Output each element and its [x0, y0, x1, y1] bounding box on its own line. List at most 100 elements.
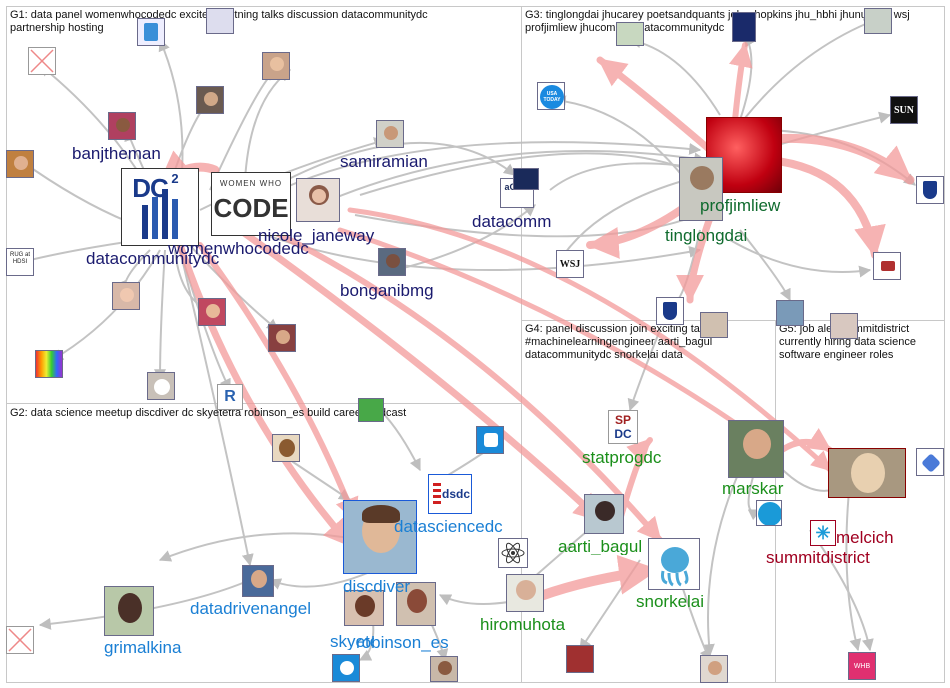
label-robinson-es: robinson_es — [356, 633, 449, 652]
label-grimalkina: grimalkina — [104, 638, 182, 657]
profile-photo-node[interactable] — [864, 8, 892, 34]
dsdc-logo-text: dsdc — [441, 487, 470, 501]
label-datacomm: datacomm — [472, 212, 552, 231]
edge — [359, 152, 712, 196]
label-samiramian: samiramian — [340, 152, 428, 171]
grimalkina-photo-node[interactable] — [104, 586, 154, 636]
jhu-shield-node[interactable] — [916, 176, 944, 204]
leaf-icon-node[interactable] — [358, 398, 384, 422]
dc2-logo-sup: 2 — [171, 171, 179, 186]
profile-photo-node[interactable] — [108, 112, 136, 140]
group-g2-label: G2: data science meetup discdiver dc sky… — [10, 407, 407, 419]
robinson-es-photo-node[interactable] — [396, 582, 436, 626]
strong-edge — [176, 241, 354, 549]
profile-photo-node[interactable] — [112, 282, 140, 310]
wwc-logo-top: WOMEN WHO — [219, 179, 283, 188]
robot-icon-node[interactable] — [476, 426, 504, 454]
broken-image-node[interactable] — [6, 626, 34, 654]
edge — [627, 329, 661, 412]
label-aarti-bagul: aarti_bagul — [558, 538, 643, 555]
geometric-logo-node[interactable] — [137, 18, 165, 46]
nicole-janeway-photo-node[interactable] — [296, 178, 340, 222]
atom-logo-node[interactable] — [498, 538, 528, 568]
profile-photo-node[interactable] — [376, 120, 404, 148]
building-photo-node[interactable] — [776, 300, 804, 326]
r-logo-node[interactable]: R — [217, 384, 243, 410]
strong-edge — [197, 242, 359, 523]
label-discdiver: discdiver — [343, 577, 411, 596]
heart-logo-node[interactable] — [916, 448, 944, 476]
nnlm-logo-node[interactable] — [206, 8, 234, 34]
profile-photo-node[interactable] — [262, 52, 290, 80]
label-tinglongdai: tinglongdai — [665, 226, 748, 245]
profile-photo-node[interactable] — [700, 312, 728, 338]
edge — [845, 479, 862, 652]
womenwhocodedc-logo-node[interactable]: WOMEN WHO CODE — [211, 172, 291, 236]
profile-photo-node[interactable] — [616, 22, 644, 46]
tinglongdai-photo-node[interactable] — [679, 157, 723, 221]
profile-photo-node[interactable] — [566, 645, 594, 673]
rug-logo-node[interactable]: RUG at HDSI — [6, 248, 34, 276]
sun-logo-text: SUN — [893, 105, 914, 116]
dsdc-logo-node[interactable]: dsdc — [428, 474, 472, 514]
edge — [329, 150, 707, 201]
label-womenwhocodedc: womenwhocodedc — [168, 239, 309, 258]
strong-edge — [257, 222, 663, 543]
ai-badge-node[interactable] — [756, 500, 782, 526]
aarti-bagul-photo-node[interactable] — [584, 494, 624, 534]
marskar-photo-node[interactable] — [728, 420, 784, 478]
edge — [179, 249, 254, 567]
label-banjtheman: banjtheman — [72, 144, 161, 163]
profile-photo-node[interactable] — [196, 86, 224, 114]
wwc-logo-main: CODE — [213, 193, 289, 223]
profile-photo-node[interactable] — [198, 298, 226, 326]
profile-photo-node[interactable] — [378, 248, 406, 276]
spdc-logo-bottom: DC — [614, 427, 632, 441]
label-datadrivenangel: datadrivenangel — [190, 599, 311, 618]
usatoday-logo-node[interactable]: USA TODAY — [537, 82, 565, 110]
whb-logo-text: WHB — [853, 663, 871, 670]
datacomm-square-node[interactable] — [513, 168, 539, 190]
hiromuhota-photo-node[interactable] — [506, 574, 544, 612]
profile-photo-node[interactable] — [830, 313, 858, 339]
edge — [158, 532, 361, 562]
hat-icon-node[interactable] — [873, 252, 901, 280]
whb-logo-node[interactable]: WHB — [848, 652, 876, 680]
profile-photo-node[interactable] — [430, 656, 458, 682]
strong-edge — [347, 207, 833, 473]
dog-photo-node[interactable] — [147, 372, 175, 400]
label-datacommunitydc: datacommunitydc — [86, 249, 220, 268]
wsj-logo-node[interactable]: WSJ — [556, 250, 584, 278]
snorkelai-logo-node[interactable] — [648, 538, 700, 590]
statprogdc-logo-node[interactable]: SP DC — [608, 410, 638, 444]
edge — [38, 579, 251, 630]
jhu-shield-node[interactable] — [656, 297, 684, 325]
wsj-logo-text: WSJ — [559, 259, 581, 270]
discdiver-photo-node[interactable] — [343, 500, 417, 574]
summitdistrict-logo-node[interactable]: ✳ — [810, 520, 836, 546]
profile-photo-node[interactable] — [700, 655, 728, 683]
profile-photo-node[interactable] — [6, 150, 34, 178]
group-g4-label: G4: panel discussion join exciting talk … — [525, 323, 713, 361]
rainbow-avatar-node[interactable] — [35, 350, 63, 378]
cartoon-avatar-node[interactable] — [272, 434, 300, 462]
mascot-avatar-node[interactable] — [332, 654, 360, 682]
melcich-photo-node[interactable] — [828, 448, 906, 498]
sun-logo-node[interactable]: SUN — [890, 96, 918, 124]
label-datasciencedc: datasciencedc — [394, 517, 503, 536]
datadrivenangel-photo-node[interactable] — [242, 565, 274, 597]
jhu-logo-node[interactable] — [732, 12, 756, 42]
label-nicole-janeway: nicole_janeway — [258, 226, 375, 245]
strong-edge — [728, 42, 753, 123]
label-snorkelai: snorkelai — [636, 592, 705, 611]
label-profjimliew: profjimliew — [700, 196, 781, 215]
strong-edge — [766, 156, 886, 259]
broken-image-node[interactable] — [28, 47, 56, 75]
strong-edge — [236, 226, 604, 524]
profile-photo-node[interactable] — [268, 324, 296, 352]
label-hiromuhota: hiromuhota — [480, 615, 566, 634]
label-bonganibmg: bonganibmg — [340, 281, 434, 300]
skyetetra-photo-node[interactable] — [344, 590, 384, 626]
datacommunitydc-logo-node[interactable]: DC 2 — [121, 168, 199, 246]
edge — [739, 229, 791, 302]
